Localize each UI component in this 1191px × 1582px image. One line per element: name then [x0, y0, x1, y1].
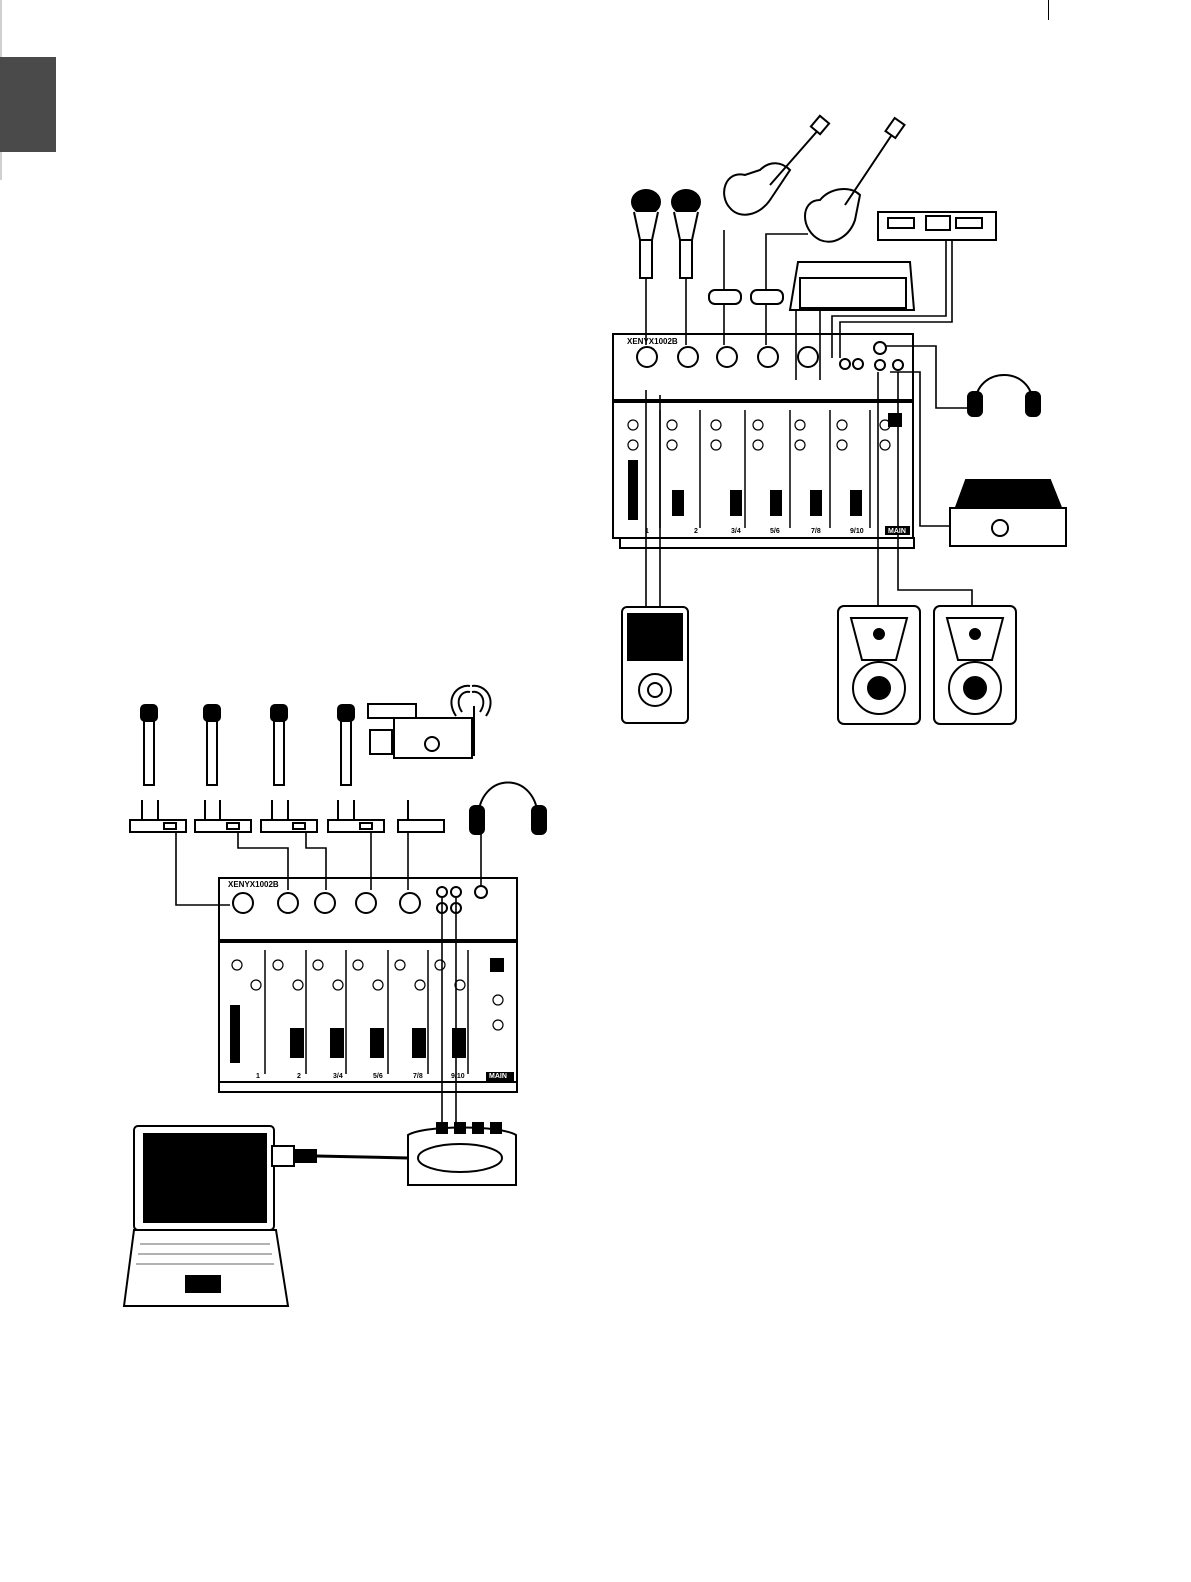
usb-audio-interface-icon [408, 1122, 516, 1185]
laptop-icon [124, 1126, 288, 1306]
mixer-a-label-3-4: 3/4 [333, 1073, 343, 1080]
receiver-3-icon [261, 800, 317, 832]
mixer-a-label-1: 1 [256, 1073, 260, 1080]
wireless-mic-3-icon [271, 705, 287, 785]
usb-plug-icon [272, 1146, 316, 1166]
mixer-a-label-5-6: 5/6 [373, 1073, 383, 1080]
headphones-a-icon [470, 783, 546, 835]
receiver-1-icon [130, 800, 186, 832]
wireless-mic-2-icon [204, 705, 220, 785]
camcorder-icon [368, 704, 474, 758]
mixer-a-label-7-8: 7/8 [413, 1073, 423, 1080]
wireless-mic-1-icon [141, 705, 157, 785]
mixer-a-label-main: MAIN [489, 1073, 507, 1080]
mixer-a-label-9-10: 9/10 [451, 1073, 465, 1080]
wireless-signal-icon [451, 686, 490, 716]
mixer-a-label-2: 2 [297, 1073, 301, 1080]
mixer-a [219, 878, 517, 1092]
wireless-mic-4-icon [338, 705, 354, 785]
receiver-2-icon [195, 800, 251, 832]
receiver-5-icon [398, 800, 444, 832]
mixer-a-brand: XENYX1002B [228, 880, 279, 889]
receiver-4-icon [328, 800, 384, 832]
